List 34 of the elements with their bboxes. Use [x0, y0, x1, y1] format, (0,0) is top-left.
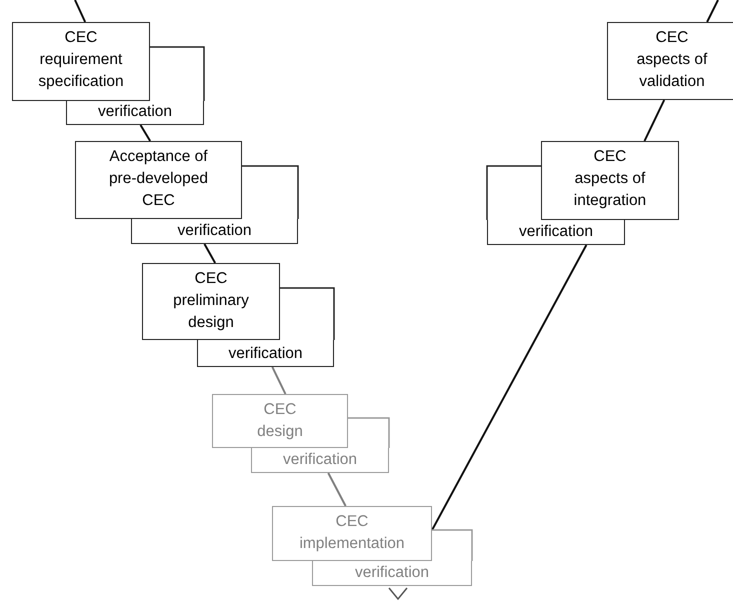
- stage-box: [75, 141, 242, 219]
- verification-box: [197, 340, 334, 367]
- stage-box: [272, 506, 432, 561]
- stage-label: CEC aspects of integration: [572, 147, 648, 211]
- stage-label: Acceptance of pre-developed CEC: [108, 147, 210, 211]
- connector-line: [140, 124, 151, 142]
- verification-label: verification: [518, 222, 594, 242]
- verification-label: verification: [282, 450, 358, 470]
- stage-label: CEC preliminary design: [172, 269, 250, 333]
- connector-line: [204, 244, 216, 264]
- verification-box: [131, 219, 298, 244]
- verification-label: verification: [354, 563, 430, 583]
- verification-box: [66, 101, 204, 125]
- stage-box: [212, 394, 348, 448]
- stage-box: [12, 22, 150, 101]
- verification-label: verification: [98, 102, 172, 122]
- stage-label: CEC design: [256, 400, 304, 442]
- connector-line: [706, 0, 719, 22]
- stage-box: [541, 141, 679, 220]
- connector-line: [74, 0, 86, 22]
- connector-line: [644, 100, 666, 142]
- connector-line: [431, 244, 588, 531]
- verification-box: [251, 448, 389, 473]
- verification-box: [312, 561, 472, 586]
- stage-label: CEC requirement specification: [37, 28, 125, 92]
- stage-box: [607, 22, 733, 100]
- stage-label: CEC aspects of validation: [636, 28, 708, 92]
- verification-label: verification: [228, 344, 303, 364]
- connector-line: [271, 366, 286, 394]
- stage-label: CEC implementation: [298, 512, 406, 554]
- stage-box: [142, 263, 280, 340]
- verification-box: [487, 220, 625, 245]
- verification-label: verification: [177, 221, 252, 241]
- connector-line: [327, 472, 346, 506]
